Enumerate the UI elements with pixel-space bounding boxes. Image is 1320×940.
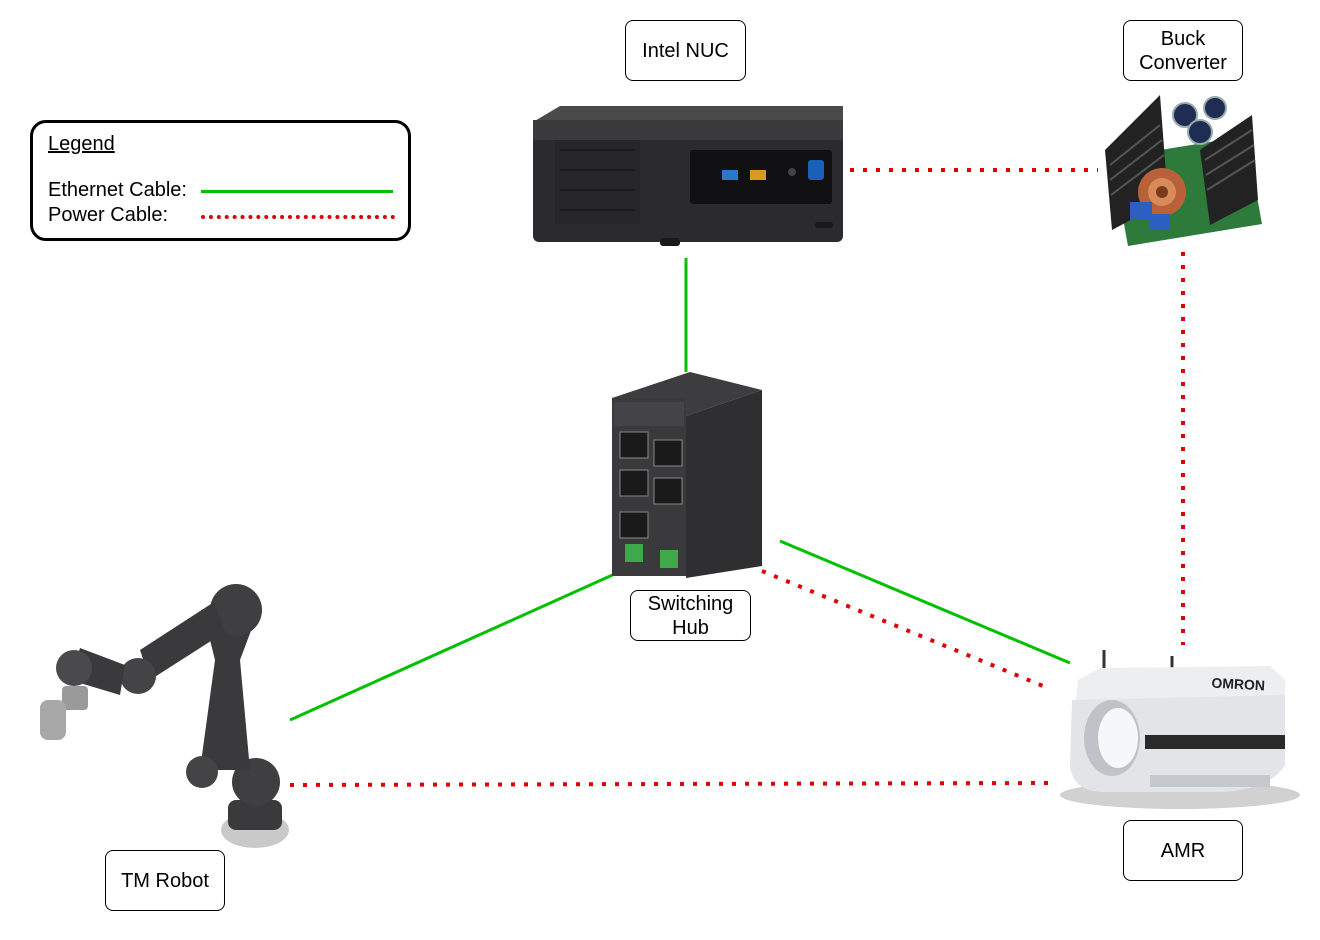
legend-ethernet-label: Ethernet Cable: [48, 179, 187, 201]
legend-power-line [201, 215, 395, 219]
power-cables [289, 168, 1185, 787]
intel-nuc-image [533, 106, 843, 246]
legend: Legend Ethernet Cable: Power Cable: [30, 120, 411, 241]
amr-image: OMRON [1060, 650, 1300, 809]
buck-converter-image [1105, 95, 1262, 246]
buck-converter-label: Buck Converter [1123, 20, 1243, 81]
amr-label: AMR [1123, 820, 1243, 881]
switching-hub-label: Switching Hub [630, 590, 751, 641]
tm-robot-label: TM Robot [105, 850, 225, 911]
ethernet-cables [289, 258, 1071, 722]
legend-power-label: Power Cable: [48, 204, 169, 226]
power-hub-amr [761, 569, 1049, 690]
ethernet-hub-amr [779, 539, 1071, 665]
amr-brand-text: OMRON [1211, 675, 1265, 694]
ethernet-hub-robot [289, 566, 629, 722]
switching-hub-image [612, 372, 762, 578]
power-robot-amr [289, 781, 1049, 787]
legend-ethernet-line [201, 190, 393, 193]
intel-nuc-label: Intel NUC [625, 20, 746, 81]
legend-title: Legend [48, 133, 115, 155]
tm-robot-image [40, 584, 289, 848]
